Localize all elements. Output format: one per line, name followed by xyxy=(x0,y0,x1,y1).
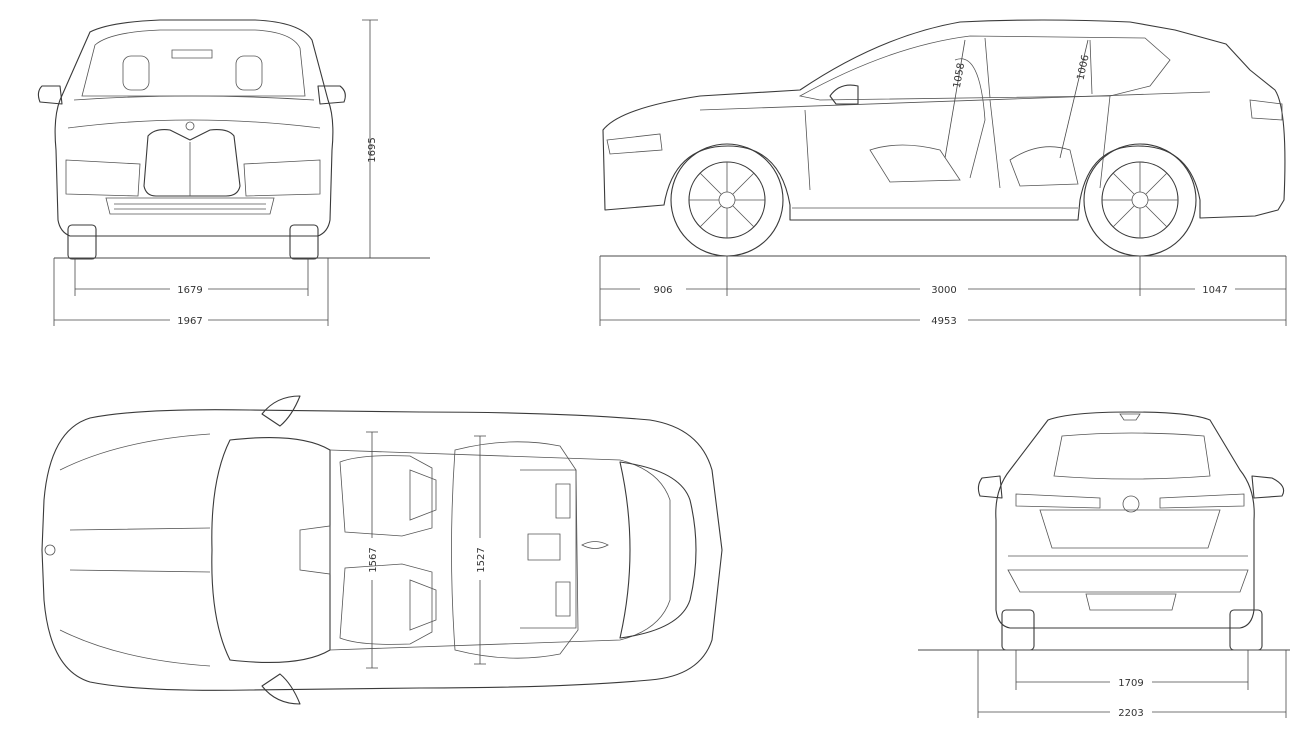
dim-height-label: 1695 xyxy=(367,137,378,162)
dim-rear-shoulder-label: 1527 xyxy=(476,547,487,572)
front-view xyxy=(37,19,346,260)
side-view xyxy=(602,19,1286,257)
dim-front-shoulder-label: 1567 xyxy=(368,547,379,572)
dim-mirror-width-label: 2203 xyxy=(1118,708,1143,719)
rear-view xyxy=(977,411,1285,651)
dim-wheelbase-label: 3000 xyxy=(931,285,956,296)
dim-length-label: 4953 xyxy=(931,316,956,327)
dim-front-headroom-label: 1058 xyxy=(952,62,967,89)
top-view xyxy=(41,395,723,705)
dim-rear-track-label: 1709 xyxy=(1118,678,1143,689)
dim-rear-headroom-label: 1006 xyxy=(1076,54,1092,81)
dim-front-track-label: 1679 xyxy=(177,285,202,296)
dim-rear-overhang-label: 1047 xyxy=(1202,285,1227,296)
dim-front-width-label: 1967 xyxy=(177,316,202,327)
dim-front-overhang-label: 906 xyxy=(653,285,672,296)
